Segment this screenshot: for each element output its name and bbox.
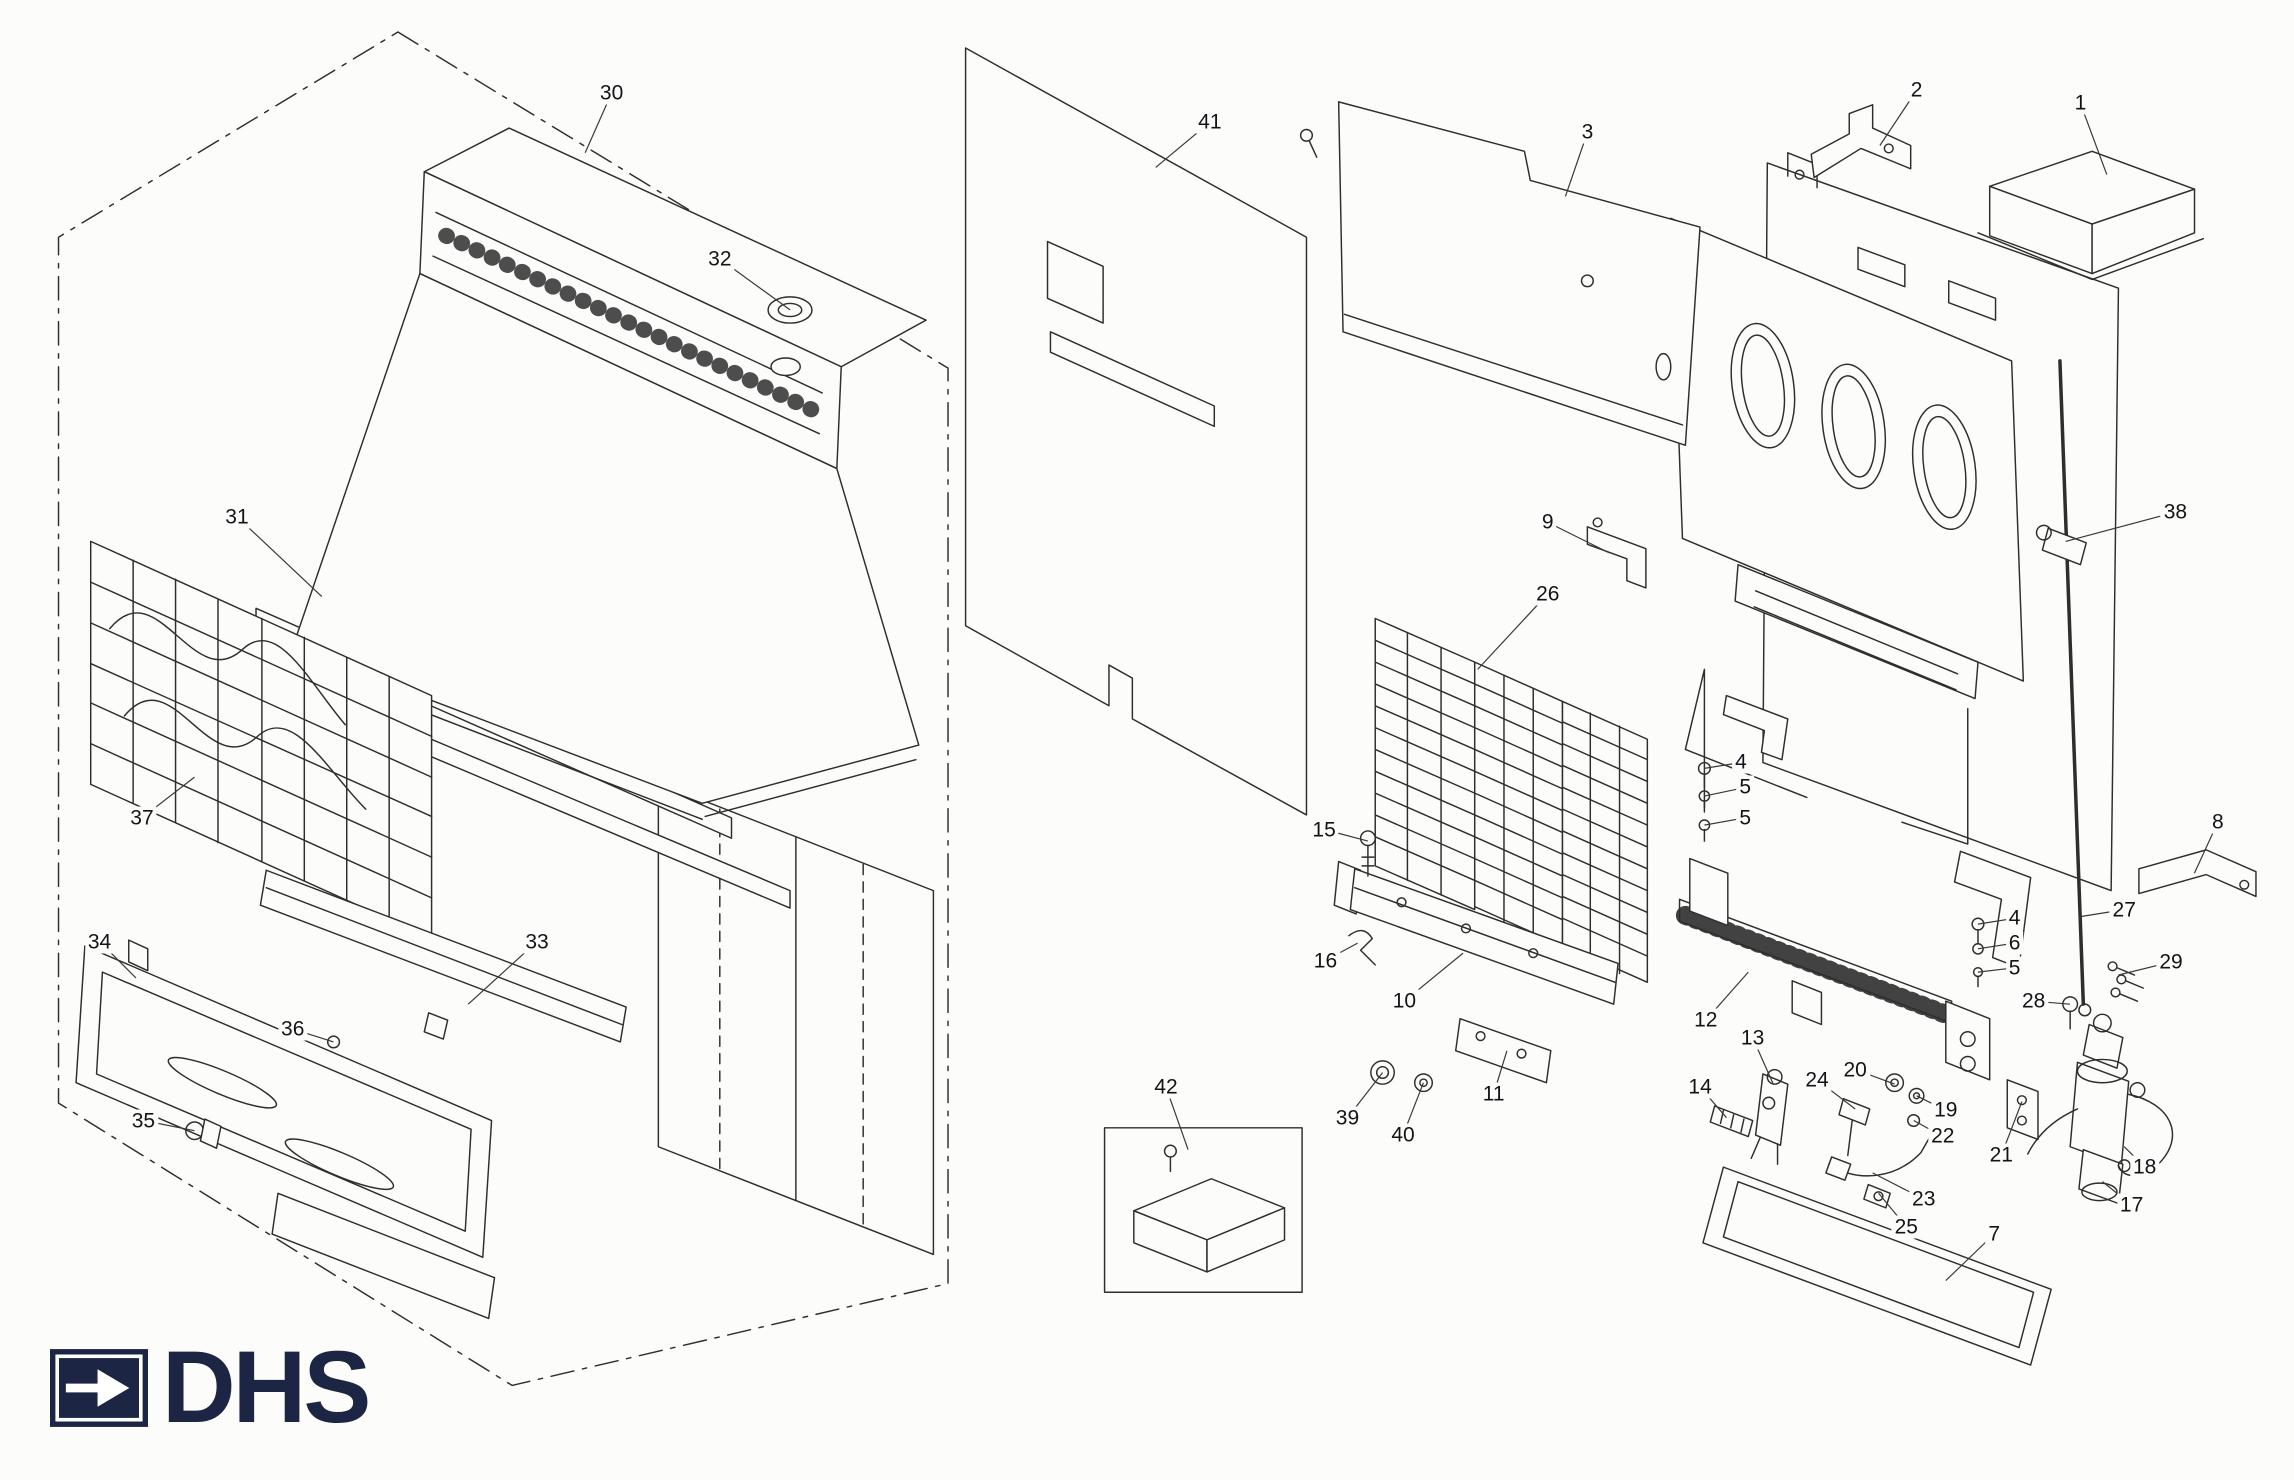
inset-box-art xyxy=(1103,1127,1303,1293)
callout-20: 20 xyxy=(1840,1058,1870,1082)
callout-36: 36 xyxy=(278,1017,308,1041)
callout-34: 34 xyxy=(84,930,115,954)
callout-40: 40 xyxy=(1388,1123,1418,1147)
callout-27: 27 xyxy=(2109,898,2139,922)
callout-4: 4 xyxy=(2005,906,2024,930)
callout-5: 5 xyxy=(1736,806,1755,830)
callout-25: 25 xyxy=(1891,1215,1921,1239)
callout-6: 6 xyxy=(2005,931,2024,955)
callout-4: 4 xyxy=(1732,750,1750,774)
callout-8: 8 xyxy=(2208,810,2227,834)
callout-1: 1 xyxy=(2071,91,2090,115)
callout-31: 31 xyxy=(222,505,252,529)
callout-3: 3 xyxy=(1578,120,1597,144)
callout-32: 32 xyxy=(705,247,735,271)
callout-19: 19 xyxy=(1931,1098,1961,1122)
callout-22: 22 xyxy=(1928,1124,1958,1148)
callout-38: 38 xyxy=(2160,500,2191,524)
callout-41: 41 xyxy=(1195,110,1225,134)
callout-33: 33 xyxy=(522,930,552,954)
callout-5: 5 xyxy=(2005,956,2024,980)
callout-28: 28 xyxy=(2018,989,2049,1013)
callout-7: 7 xyxy=(1985,1222,2004,1246)
callout-5: 5 xyxy=(1736,775,1755,799)
callout-35: 35 xyxy=(128,1109,159,1132)
callout-11: 11 xyxy=(1479,1082,1508,1106)
callout-23: 23 xyxy=(1909,1187,1939,1211)
callout-17: 17 xyxy=(2116,1193,2147,1217)
callout-14: 14 xyxy=(1685,1075,1715,1099)
callout-13: 13 xyxy=(1737,1026,1768,1050)
dhs-logo-text: DHS xyxy=(162,1330,371,1445)
callout-10: 10 xyxy=(1389,989,1420,1013)
callout-9: 9 xyxy=(1538,510,1557,534)
callout-18: 18 xyxy=(2129,1155,2160,1179)
rear-sheet-art xyxy=(964,47,1308,816)
callout-2: 2 xyxy=(1907,78,1926,102)
callout-24: 24 xyxy=(1802,1068,1832,1092)
heater-assembly-art xyxy=(1299,101,2257,1366)
dhs-arrow-icon xyxy=(50,1349,148,1428)
callout-30: 30 xyxy=(596,81,627,105)
callout-12: 12 xyxy=(1691,1008,1721,1032)
dhs-logo: DHS xyxy=(50,1330,371,1445)
callout-15: 15 xyxy=(1309,818,1339,842)
callout-37: 37 xyxy=(127,806,157,830)
callout-21: 21 xyxy=(1986,1143,2016,1167)
callout-42: 42 xyxy=(1151,1075,1181,1099)
callout-39: 39 xyxy=(1332,1106,1363,1130)
callout-29: 29 xyxy=(2156,950,2186,974)
callout-26: 26 xyxy=(1533,582,1563,606)
callout-16: 16 xyxy=(1310,949,1341,973)
outer-case-assembly-art xyxy=(57,31,949,1387)
